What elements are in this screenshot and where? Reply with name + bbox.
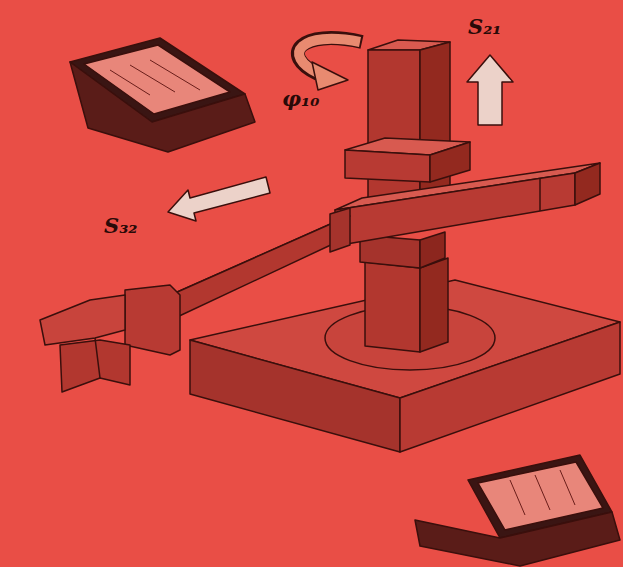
arm-front	[175, 222, 335, 318]
rotation-label: φ₁₀	[282, 88, 319, 109]
screen-icons-2	[510, 470, 575, 515]
rotation-arrow-head	[312, 62, 348, 90]
sleeve-front	[335, 173, 575, 246]
collar-front	[345, 150, 430, 182]
extend-arrow	[168, 177, 270, 221]
finger-upper	[40, 295, 125, 345]
laptop-base-2	[415, 512, 620, 566]
motion-label: S₃₂	[104, 215, 138, 236]
collar-side	[430, 142, 470, 182]
finger-edge	[95, 338, 100, 378]
rotation-arrow-outline	[298, 38, 362, 74]
laptop-base	[70, 62, 255, 152]
column-lower-side	[420, 258, 448, 352]
finger-lower	[60, 340, 130, 392]
carriage-side	[420, 232, 445, 268]
arm-collar	[330, 208, 350, 252]
lift-arrow	[467, 55, 513, 125]
screen-icons	[110, 60, 200, 95]
column-lower-front	[365, 262, 420, 352]
sleeve-joint	[539, 178, 541, 211]
wrist	[125, 285, 180, 355]
rotation-arrow-body	[299, 39, 360, 73]
motion-label: S₂₁	[468, 16, 502, 37]
sleeve-end	[575, 163, 600, 205]
